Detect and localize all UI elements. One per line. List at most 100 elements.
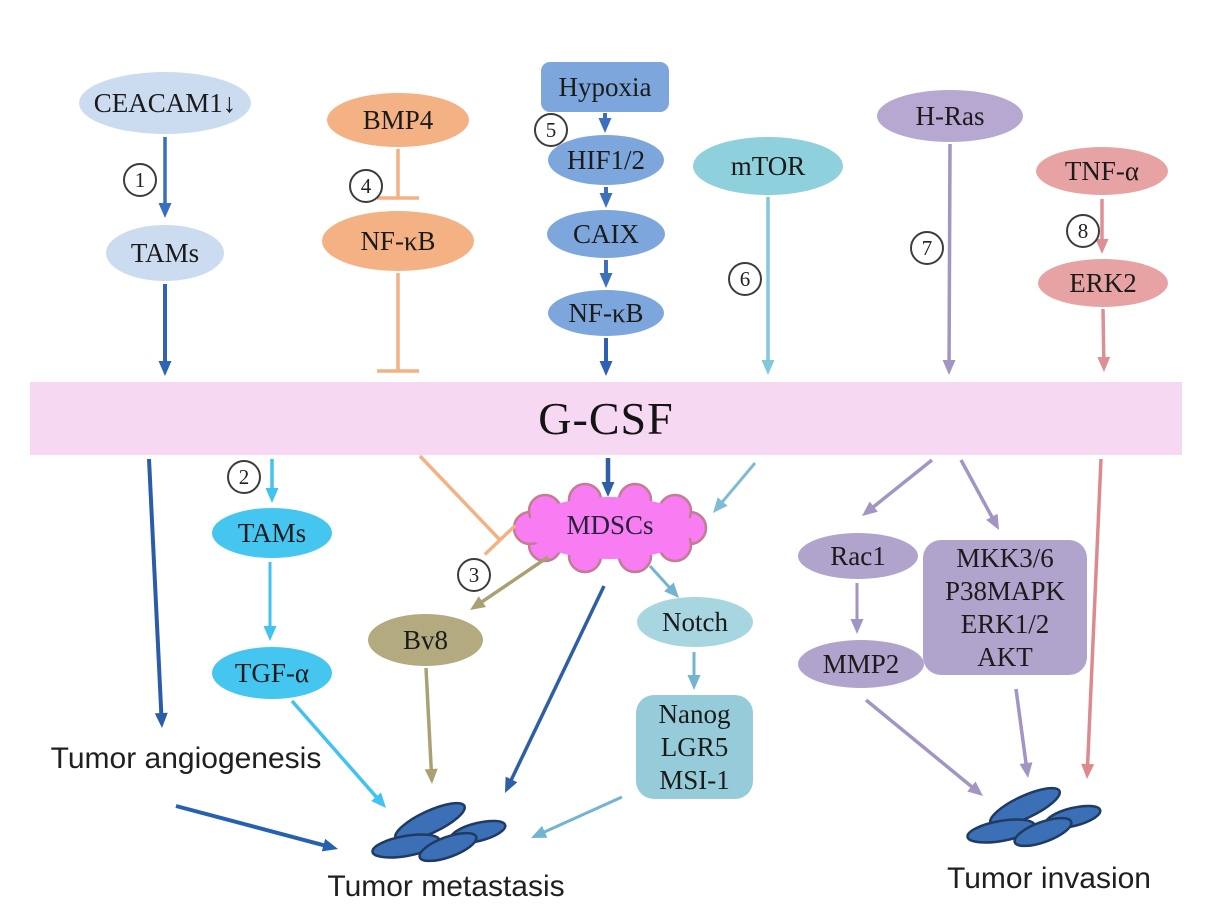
node-tnfa: TNF-α [1036,147,1168,195]
arrowhead-tgfa-to-tumor_metastasis [371,792,386,808]
node-ceacam1-label: CEACAM1↓ [93,87,237,118]
mdscs-text: MDSCs [566,510,654,540]
node-stem-box: Nanog LGR5 MSI-1 [636,695,753,799]
node-nfkb-orange-label: NF-κB [360,225,436,256]
arrowhead-ceacam1-to-tams_top [158,203,172,218]
node-tams-top: TAMs [106,225,224,281]
edge-g_csf-to-mdscs [717,462,757,508]
node-erk2: ERK2 [1038,259,1168,307]
node-rac1-label: Rac1 [830,540,886,571]
node-mdscs-label: MDSCs [550,510,670,541]
step-1-badge: 1 [123,163,157,197]
arrowhead-g_csf-to-tams_lower [265,488,279,503]
arrowhead-nfkb_blue-to-g_csf [599,361,613,376]
step-7-label: 7 [921,235,933,260]
arrowhead-hras-to-g_csf [942,359,956,375]
node-tnfa-label: TNF-α [1064,155,1140,186]
edge-g_csf-to-rac1 [867,458,934,513]
step-6-label: 6 [739,266,751,291]
node-tams-top-label: TAMs [130,237,200,268]
edge-mkk_box-to-tumor_invasion [1014,688,1029,771]
node-hypoxia: Hypoxia [541,62,669,112]
arrowhead-g_csf-to-rac1 [862,501,878,516]
node-tgfa: TGF-α [212,647,332,699]
arrowhead-stem_box-to-tumor_metastasis [531,825,548,838]
node-caix-label: CAIX [573,218,639,249]
edge-mdscs-to-tumor_metastasis [506,585,606,787]
arrowhead-g_csf-to-mdscs [601,482,615,497]
edge-mdscs-to-bv8 [475,555,549,607]
node-hypoxia-label: Hypoxia [558,71,652,102]
node-hras-label: H-Ras [915,100,985,131]
node-hif12-label: HIF1/2 [566,144,645,175]
arrowhead-rac1-to-mmp2 [850,619,864,634]
node-tams-lower-label: TAMs [237,517,307,548]
edge-g_csf-to-tumor_invasion [1085,458,1103,771]
node-nfkb-blue: NF-κB [548,290,664,336]
arrowhead-tnfa-to-erk2 [1095,239,1109,254]
node-bmp4-label: BMP4 [362,104,434,135]
tumor-angiogenesis-text: Tumor angiogenesis [50,742,322,775]
step-2-label: 2 [238,464,250,489]
node-tgfa-label: TGF-α [234,657,310,688]
mkk-box-line-1: MKK3/6 [956,542,1054,573]
arrowhead-caix-to-nfkb_blue [599,273,613,288]
edge-tumor_angiogenesis-to-tumor_metastasis [175,804,331,849]
node-mmp2: MMP2 [798,640,924,688]
arrowhead-mkk_box-to-tumor_invasion [1019,762,1033,778]
stem-box-line-1: Nanog [658,698,731,729]
mkk-box-line-2: P38MAPK [944,575,1066,606]
arrowhead-erk2-to-g_csf [1097,356,1111,372]
step-3-label: 3 [468,562,480,587]
step-1-label: 1 [134,167,146,192]
tumor-cells-invasion-icon [966,786,1102,848]
arrowhead-hypoxia-to-hif12 [598,118,612,133]
arrowhead-g_csf-to-mdscs [713,497,728,513]
edge-mmp2-to-tumor_invasion [864,698,978,793]
arrowhead-g_csf-to-tumor_invasion [1081,763,1095,779]
node-mmp2-label: MMP2 [822,648,900,679]
step-7-badge: 7 [910,231,944,265]
label-tumor-invasion: Tumor invasion [943,862,1155,896]
stem-box-line-3: MSI-1 [659,764,730,795]
node-hras: H-Ras [877,90,1023,142]
node-bv8: Bv8 [368,614,483,666]
node-mtor-label: mTOR [730,150,806,181]
arrowhead-mdscs-to-notch [664,582,679,598]
arrowhead-tams_top-to-g_csf [158,361,172,376]
arrowhead-mmp2-to-tumor_invasion [967,781,983,796]
edge-bv8-to-tumor_metastasis [424,667,434,776]
arrowhead-mdscs-to-bv8 [470,596,487,610]
step-5-label: 5 [545,117,557,142]
arrowhead-hif12-to-caix [599,193,613,208]
node-ceacam1: CEACAM1↓ [79,72,251,134]
tumor-metastasis-text: Tumor metastasis [327,870,565,903]
node-mtor: mTOR [693,137,843,195]
edge-stem_box-to-tumor_metastasis [537,795,623,836]
tbar-g_csf-to-mdscs [483,524,517,556]
tumor-cells-metastasis-icon [371,801,507,863]
tumor-invasion-text: Tumor invasion [947,862,1151,895]
mkk-box-line-4: AKT [977,641,1033,672]
edge-hras-to-g_csf [947,143,952,367]
step-4-label: 4 [360,173,372,198]
node-hif12: HIF1/2 [548,135,664,185]
step-3-badge: 3 [457,558,491,592]
step-6-badge: 6 [728,262,762,296]
node-bv8-label: Bv8 [402,624,448,655]
gcsf-band-label: G-CSF [538,393,674,444]
node-rac1: Rac1 [798,533,918,579]
stem-box-line-2: LGR5 [660,731,729,762]
arrowhead-bv8-to-tumor_metastasis [424,768,438,784]
node-erk2-label: ERK2 [1069,267,1137,298]
edge-g_csf-to-mdscs [418,454,502,542]
edge-erk2-to-g_csf [1101,308,1106,364]
arrowhead-tams_lower-to-tgfa [263,626,277,641]
node-notch-label: Notch [662,606,728,637]
arrowhead-g_csf-to-tumor_angiogenesis [154,712,168,728]
step-4-badge: 4 [349,169,383,203]
node-notch: Notch [637,597,753,647]
arrowhead-mtor-to-g_csf [761,360,775,375]
